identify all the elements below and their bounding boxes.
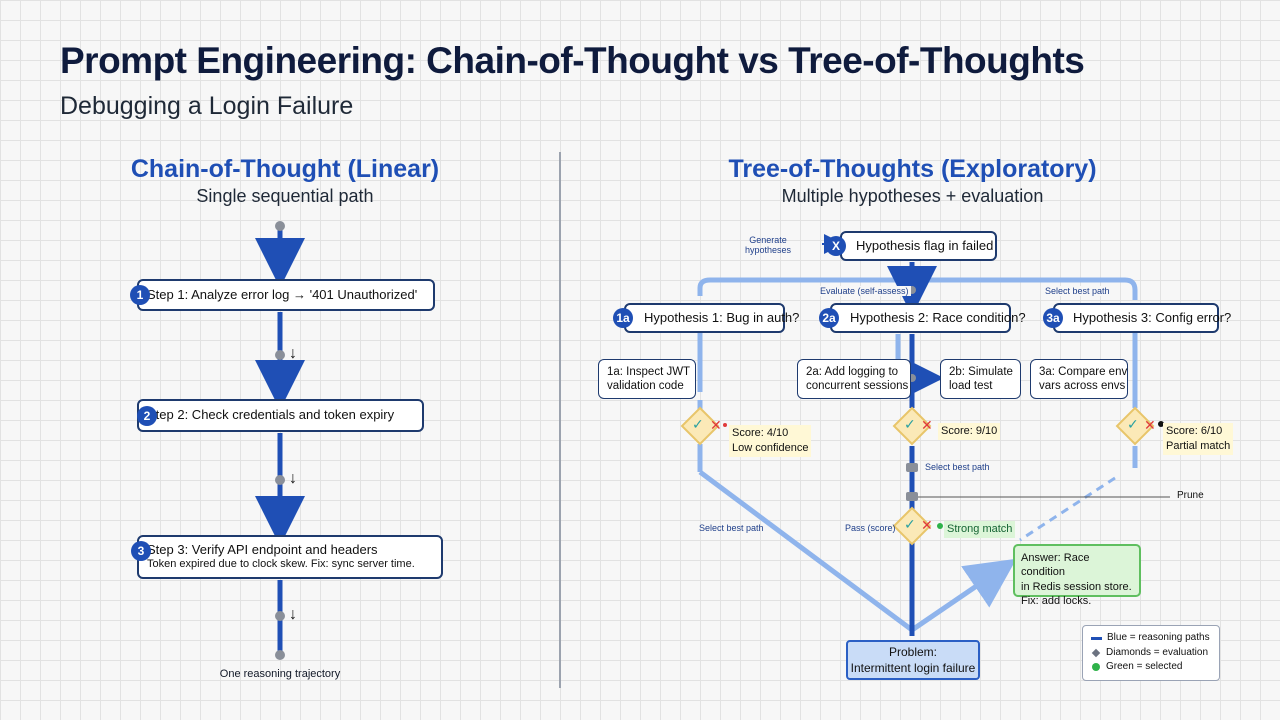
evaluate-label: Evaluate (self-assess) (818, 286, 911, 296)
down-arrow-icon: ↓ (289, 470, 297, 487)
subnode-2b-line1: 2b: Simulate (949, 365, 1013, 378)
selected-dot (937, 523, 943, 529)
tot-root-node: Hypothesis flag in failed (840, 231, 997, 261)
subnode-2a-line2: concurrent sessions (806, 380, 909, 392)
hypothesis-2-number: 2a (819, 308, 839, 328)
cot-step-2-text: Step 2: Check credentials and token expi… (147, 407, 395, 423)
subnode-1a-line1: 1a: Inspect JWT (607, 365, 691, 378)
cot-subheading: Single sequential path (196, 186, 374, 206)
score-2-note: Score: 9/10 (938, 423, 1001, 440)
hypothesis-1-text: Hypothesis 1: Bug in auth? (644, 309, 800, 325)
subnode-2a: 2a: Add logging to concurrent sessions (797, 359, 911, 399)
down-arrow-icon: ↓ (289, 606, 297, 623)
tot-branches (697, 277, 1138, 633)
subnode-3a: 3a: Compare env vars across envs (1030, 359, 1128, 399)
score-1-value: Score: 4/10 (732, 427, 789, 439)
score-3-note: Score: 6/10 Partial match (1163, 423, 1234, 455)
tot-heading: Tree-of-Thoughts (Exploratory) (728, 155, 1097, 183)
answer-line-1: Answer: Race condition (1021, 552, 1090, 579)
cot-step-2: Step 2: Check credentials and token expi… (137, 399, 424, 432)
score-3-value: Score: 6/10 (1166, 425, 1223, 437)
page-subtitle: Debugging a Login Failure (60, 92, 354, 120)
subnode-2a-line1: 2a: Add logging to (806, 365, 899, 378)
hypothesis-1-number: 1a (613, 308, 633, 328)
hypothesis-3-text: Hypothesis 3: Config error? (1073, 309, 1232, 325)
subnode-2b: 2b: Simulate load test (940, 359, 1021, 399)
cross-icon: ✕ (921, 517, 933, 533)
tot-subheading: Multiple hypotheses + evaluation (781, 186, 1044, 206)
check-icon: ✓ (904, 516, 916, 532)
legend-item-diamonds: Diamonds = evaluation (1091, 646, 1211, 661)
score-3-match: Partial match (1166, 439, 1231, 452)
legend-selected-text: Green = selected (1106, 661, 1183, 672)
hypothesis-2-node: Hypothesis 2: Race condition? (830, 303, 1026, 333)
hypothesis-2-text: Hypothesis 2: Race condition? (850, 309, 1026, 325)
subnode-3a-line1: 3a: Compare env (1039, 365, 1128, 378)
tot-root-text: Hypothesis flag in failed (856, 237, 994, 253)
cot-step-1: Step 1: Analyze error log → '401 Unautho… (137, 279, 435, 311)
cot-step-1-text: Step 1: Analyze error log → '401 Unautho… (147, 286, 418, 302)
hypothesis-1-node: Hypothesis 1: Bug in auth? (624, 303, 799, 333)
low-dot (723, 423, 727, 427)
legend-line-icon (1091, 636, 1102, 640)
cot-footer: One reasoning trajectory (219, 668, 341, 680)
legend-diamond-icon (1091, 648, 1101, 657)
legend-paths-text: Blue = reasoning paths (1107, 632, 1210, 643)
select-best-path-left-label: Select best path (699, 523, 764, 533)
down-arrow-icon: ↓ (289, 345, 297, 362)
cot-step-3-detail: Token expired due to clock skew. Fix: sy… (147, 558, 415, 571)
page-title: Prompt Engineering: Chain-of-Thought vs … (60, 40, 1085, 81)
prune-label: Prune (1177, 490, 1204, 501)
answer-box: Answer: Race condition in Redis session … (1013, 544, 1141, 607)
partial-dot (1158, 421, 1164, 427)
pass-label: Pass (score) (845, 523, 896, 533)
legend-dot-icon (1092, 663, 1100, 672)
subnode-1a: 1a: Inspect JWT validation code (598, 359, 696, 399)
subnode-3a-line2: vars across envs (1039, 380, 1126, 392)
cross-icon: ✕ (1144, 417, 1156, 433)
cross-icon: ✕ (710, 417, 722, 433)
answer-line-2: in Redis session store. (1021, 580, 1132, 593)
check-icon: ✓ (904, 416, 916, 432)
cot-step-3-number: 3 (131, 541, 151, 561)
check-icon: ✓ (692, 416, 704, 432)
evaluation-diamonds (680, 406, 1155, 546)
subnode-2b-line2: load test (949, 380, 993, 392)
score-1-confidence: Low confidence (732, 441, 809, 454)
cross-icon: ✕ (921, 417, 933, 433)
cot-step-2-number: 2 (137, 406, 157, 426)
problem-label: Problem: (888, 644, 938, 659)
legend-diamonds-text: Diamonds = evaluation (1106, 646, 1209, 658)
problem-text: Intermittent login failure (850, 661, 976, 675)
legend-item-paths: Blue = reasoning paths (1091, 631, 1211, 646)
hypothesis-3-number: 3a (1043, 308, 1063, 328)
generate-label: Generate hypotheses (744, 235, 792, 255)
cot-path (255, 221, 305, 660)
check-icon: ✓ (1127, 416, 1139, 432)
problem-box: Problem: Intermittent login failure (846, 640, 980, 680)
dashed-prune-path (1019, 476, 1116, 542)
tot-root-number: X (826, 236, 846, 256)
legend: Blue = reasoning paths Diamonds = evalua… (1082, 625, 1220, 681)
select-best-path-top-label: Select best path (1043, 286, 1112, 296)
answer-line-3: Fix: add locks. (1021, 594, 1092, 607)
cot-heading: Chain-of-Thought (Linear) (130, 155, 440, 183)
cot-step-3: Step 3: Verify API endpoint and headers … (137, 535, 443, 579)
hypothesis-3-node: Hypothesis 3: Config error? (1053, 303, 1231, 333)
cot-step-3-text: Step 3: Verify API endpoint and headers (147, 542, 378, 557)
cot-step-1-number: 1 (130, 285, 150, 305)
strong-match-note: Strong match (944, 521, 1016, 538)
select-best-path-mid-label: Select best path (925, 462, 990, 472)
legend-item-selected: Green = selected (1091, 660, 1211, 675)
subnode-1a-line2: validation code (607, 380, 684, 392)
score-1-note: Score: 4/10 Low confidence (729, 425, 812, 457)
